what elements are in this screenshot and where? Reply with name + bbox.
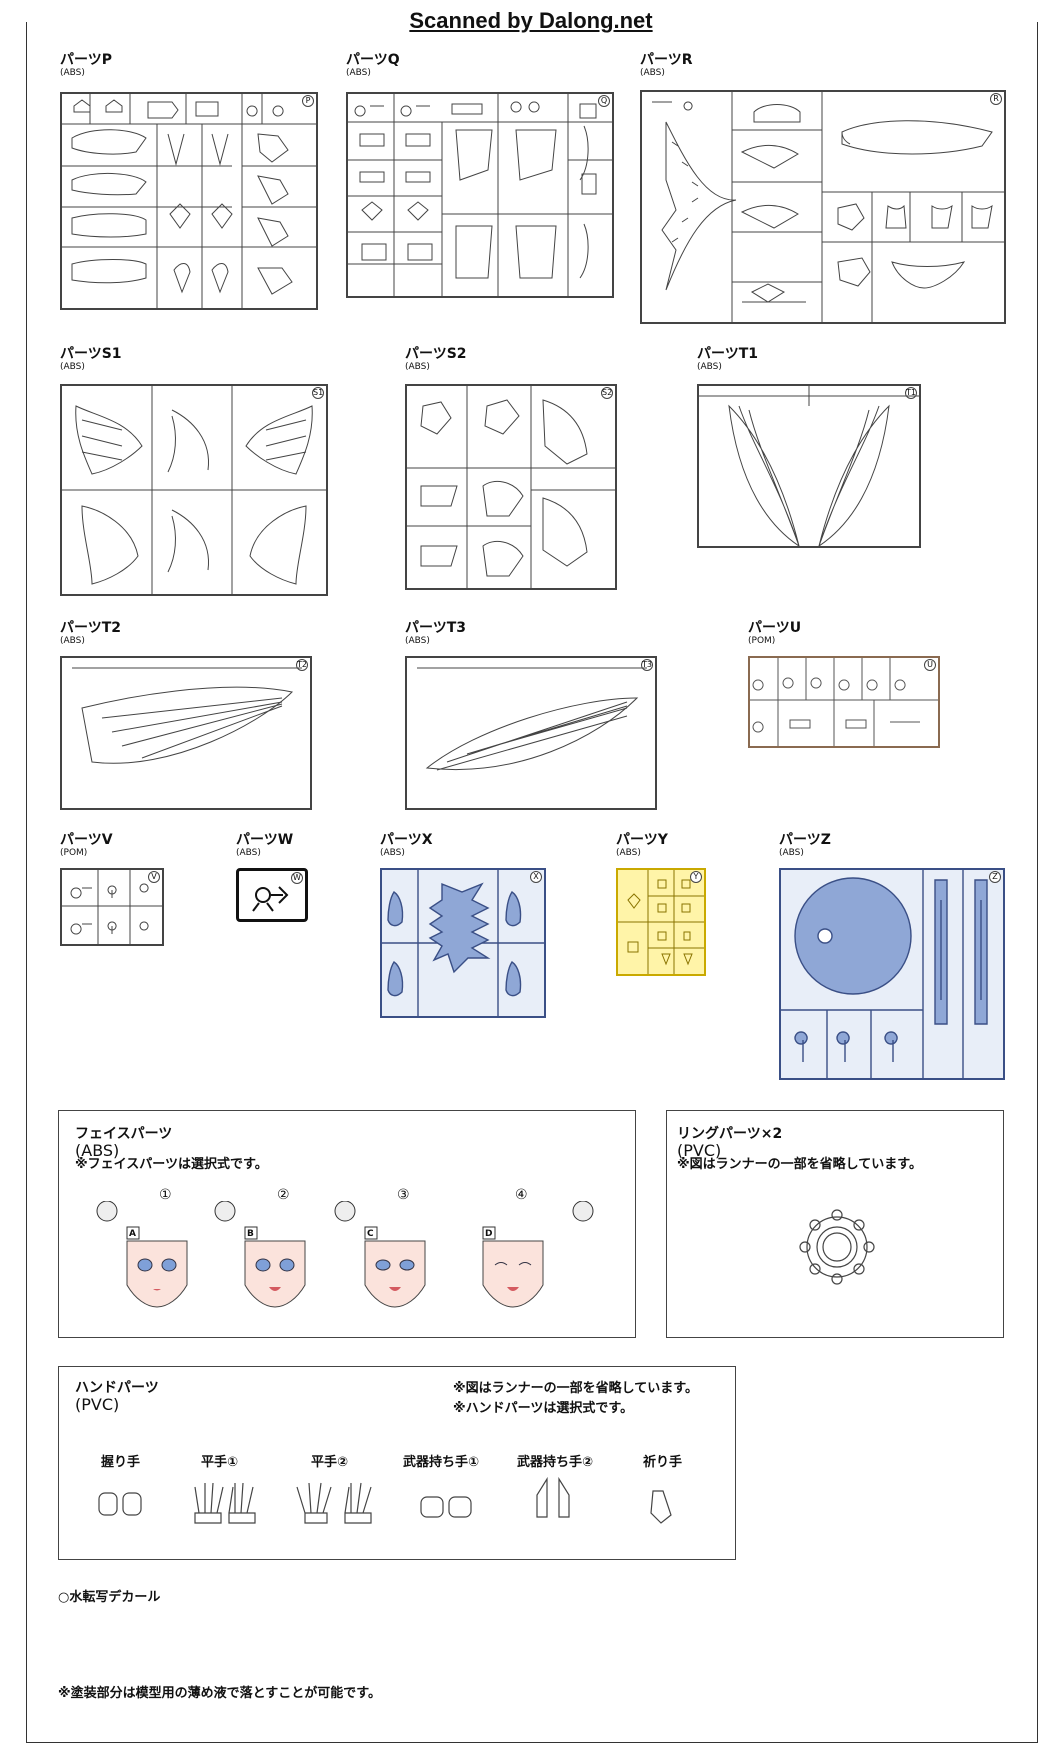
runner-x: X — [380, 868, 546, 1018]
runner-tag: W — [291, 872, 303, 884]
ring-parts-panel: リングパーツ×2 (PVC) ※図はランナーの一部を省略しています。 — [666, 1110, 1004, 1338]
runner-y-parts-illustration — [618, 870, 704, 974]
ring-parts-material: (PVC) — [677, 1141, 722, 1160]
hand-parts-note-2: ※ハンドパーツは選択式です。 — [453, 1401, 634, 1416]
runner-tag: S1 — [312, 387, 324, 399]
runner-tag: U — [924, 659, 936, 671]
runner-t2: T2 — [60, 656, 312, 810]
section-y-heading: パーツY(ABS) — [616, 832, 668, 858]
runner-tag: R — [990, 93, 1002, 105]
runner-tag: Z — [989, 871, 1001, 883]
section-r-heading: パーツR(ABS) — [640, 52, 693, 78]
hand-parts-title: ハンドパーツ — [75, 1380, 159, 1396]
runner-y: Y — [616, 868, 706, 976]
section-s2-heading: パーツS2(ABS) — [405, 346, 467, 372]
hand-label-grip: 握り手 — [101, 1455, 141, 1470]
runner-s1-parts-illustration — [62, 386, 326, 594]
hand-label-weapon-1: 武器持ち手① — [403, 1455, 480, 1470]
section-p-heading: パーツP(ABS) — [60, 52, 112, 78]
hand-parts-panel: ハンドパーツ (PVC) ※図はランナーの一部を省略しています。 ※ハンドパーツ… — [58, 1366, 736, 1560]
runner-x-parts-illustration — [382, 870, 544, 1016]
runner-v-parts-illustration — [62, 870, 162, 944]
runner-r: R — [640, 90, 1006, 324]
runner-tag: P — [302, 95, 314, 107]
runner-q: Q — [346, 92, 614, 298]
section-t3-heading: パーツT3(ABS) — [405, 620, 467, 646]
runner-s2: S2 — [405, 384, 617, 590]
ring-parts-title: リングパーツ×2 — [677, 1126, 783, 1142]
runner-w: W — [236, 868, 308, 922]
hand-label-open-1: 平手① — [201, 1455, 239, 1470]
face-parts-title: フェイスパーツ — [75, 1126, 173, 1142]
footer-note: ※塗装部分は模型用の薄め液で落とすことが可能です。 — [58, 1686, 381, 1701]
hand-parts-note-1: ※図はランナーの一部を省略しています。 — [453, 1381, 698, 1396]
runner-r-parts-illustration — [652, 92, 1004, 322]
section-s1-heading: パーツS1(ABS) — [60, 346, 122, 372]
face-letter-d: D — [485, 1229, 493, 1239]
runner-v: V — [60, 868, 164, 946]
runner-z: Z — [779, 868, 1005, 1080]
runner-z-parts-illustration — [781, 870, 988, 1078]
section-q-heading: パーツQ(ABS) — [346, 52, 400, 78]
face-number-1: ① — [159, 1187, 172, 1203]
face-parts-illustration — [96, 1201, 594, 1308]
runner-u: U — [748, 656, 940, 748]
runner-tag: Y — [690, 871, 702, 883]
section-t1-heading: パーツT1(ABS) — [697, 346, 759, 372]
runner-t2-parts-illustration — [72, 667, 302, 764]
face-number-2: ② — [277, 1187, 290, 1203]
section-u-heading: パーツU(POM) — [748, 620, 802, 646]
face-number-3: ③ — [397, 1187, 410, 1203]
section-w-heading: パーツW(ABS) — [236, 832, 294, 858]
runner-s2-parts-illustration — [407, 386, 615, 588]
runner-p-parts-illustration — [62, 94, 316, 308]
hand-parts-material: (PVC) — [75, 1395, 120, 1414]
hand-label-pray: 祈り手 — [643, 1455, 683, 1470]
section-x-heading: パーツX(ABS) — [380, 832, 433, 858]
section-v-heading: パーツV(POM) — [60, 832, 113, 858]
runner-tag: X — [530, 871, 542, 883]
face-letter-b: B — [247, 1229, 254, 1239]
hand-label-open-2: 平手② — [311, 1455, 349, 1470]
runner-tag: T2 — [296, 659, 308, 671]
watermark: Scanned by Dalong.net — [409, 8, 653, 33]
runner-tag: S2 — [601, 387, 613, 399]
runner-s1: S1 — [60, 384, 328, 596]
runner-tag: Q — [598, 95, 610, 107]
runner-t3-parts-illustration — [417, 667, 647, 771]
ring-parts-illustration — [799, 1209, 875, 1285]
page-frame — [26, 22, 1038, 1743]
face-parts-panel: フェイスパーツ (ABS) ※フェイスパーツは選択式です。 ① ② ③ ④ A … — [58, 1110, 636, 1338]
runner-q-parts-illustration — [348, 94, 612, 296]
face-parts-note: ※フェイスパーツは選択式です。 — [75, 1157, 268, 1172]
runner-u-parts-illustration — [750, 658, 938, 746]
hand-label-weapon-2: 武器持ち手② — [517, 1455, 594, 1470]
runner-w-parts-illustration — [252, 886, 289, 912]
runner-tag: V — [148, 871, 160, 883]
runner-t1-parts-illustration — [699, 386, 919, 546]
face-parts-material: (ABS) — [75, 1141, 120, 1160]
decal-note: ○水転写デカール — [58, 1590, 161, 1605]
face-letter-c: C — [367, 1229, 374, 1239]
runner-t3: T3 — [405, 656, 657, 810]
hand-parts-illustration — [98, 1476, 672, 1524]
runner-t1: T1 — [697, 384, 921, 548]
runner-p: P — [60, 92, 318, 310]
section-t2-heading: パーツT2(ABS) — [60, 620, 122, 646]
face-letter-a: A — [129, 1229, 136, 1239]
section-z-heading: パーツZ(ABS) — [779, 832, 831, 858]
ring-parts-note: ※図はランナーの一部を省略しています。 — [677, 1157, 922, 1172]
face-number-4: ④ — [515, 1187, 528, 1203]
